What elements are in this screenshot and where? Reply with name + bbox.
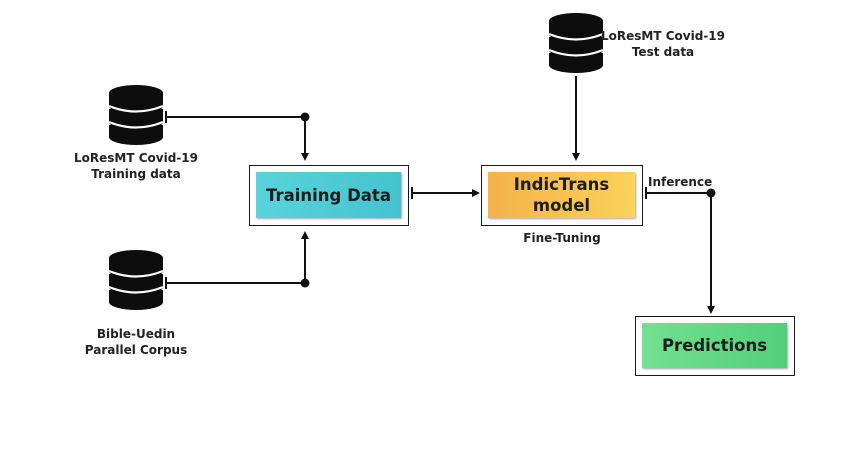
test-database-icon xyxy=(548,13,604,73)
fine-tuning-label: Fine-Tuning xyxy=(523,231,601,245)
bible-source-label-line1: Bible-Uedin xyxy=(96,327,176,341)
inference-label: Inference xyxy=(648,175,713,189)
training-data-node: Training Data xyxy=(249,165,409,226)
edge-training-source-to-training-data xyxy=(165,111,310,161)
test-source-label: LoResMT Covid-19 Test data xyxy=(598,28,728,60)
edge-bible-source-to-training-data xyxy=(165,231,310,289)
test-source-label-line2: Test data xyxy=(631,45,695,59)
test-source-label-line1: LoResMT Covid-19 xyxy=(601,29,725,43)
training-source-label: LoResMT Covid-19 Training data xyxy=(66,150,206,182)
bible-source-label-line2: Parallel Corpus xyxy=(84,343,188,357)
indictrans-fill: IndicTrans model xyxy=(488,172,635,218)
edge-indictrans-to-predictions xyxy=(645,187,716,314)
indictrans-label-line2: model xyxy=(532,196,591,215)
training-data-label: Training Data xyxy=(266,185,391,205)
edge-training-data-to-indictrans xyxy=(411,187,480,199)
training-source-label-line1: LoResMT Covid-19 xyxy=(74,151,198,165)
predictions-node: Predictions xyxy=(635,316,795,376)
predictions-fill: Predictions xyxy=(642,323,787,368)
predictions-label: Predictions xyxy=(661,336,768,355)
training-database-icon xyxy=(108,85,164,145)
training-source-label-line2: Training data xyxy=(91,167,181,181)
indictrans-label-line1: IndicTrans xyxy=(513,175,610,194)
bible-database-icon xyxy=(108,250,164,310)
training-data-fill: Training Data xyxy=(256,172,401,218)
bible-source-label: Bible-Uedin Parallel Corpus xyxy=(66,326,206,358)
indictrans-node: IndicTrans model xyxy=(481,165,643,226)
